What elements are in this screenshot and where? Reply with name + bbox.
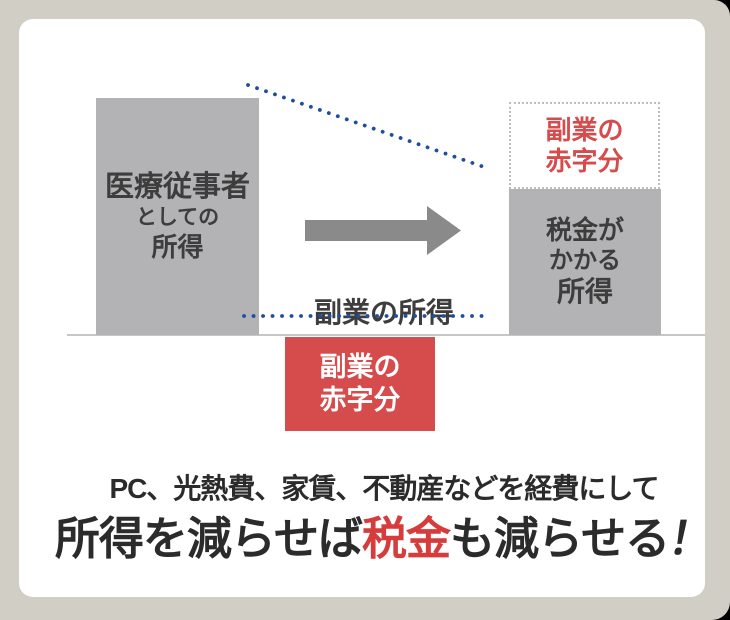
medical-income-bar-label-line3: 所得 (151, 231, 204, 262)
medical-income-bar-label-line2: としての (135, 205, 220, 229)
headline-line2: 所得を減らせば税金も減らせる！ (19, 511, 730, 567)
ghost-deficit-label-line1: 副業の (545, 114, 624, 145)
taxable-income-bar: 税金が かかる 所得 (509, 189, 661, 335)
taxable-income-bar-label-line2: かかる (549, 247, 621, 274)
deficit-label-line1: 副業の (319, 352, 401, 382)
deficit-box: 副業の 赤字分 (285, 337, 435, 431)
headline-line2-pre: 所得を減らせば (54, 513, 363, 564)
medical-income-bar-label-line1: 医療従事者 (104, 170, 250, 203)
deficit-label-line2: 赤字分 (319, 385, 401, 415)
headline-tax-highlight: 税金 (361, 513, 451, 564)
taxable-income-bar-label-line3: 所得 (556, 276, 613, 307)
ghost-deficit-label-line2: 赤字分 (545, 145, 624, 176)
side-income-label: 副業の所得 (313, 297, 454, 328)
diagram-card: 医療従事者 としての 所得 副業の所得 副業の 赤字分 税金が かかる 所得 副… (19, 19, 718, 597)
arrow-right-icon (305, 206, 461, 255)
baseline-rule (67, 334, 705, 336)
headline: PC、光熱費、家賃、不動産などを経費にして 所得を減らせば税金も減らせる！ (19, 471, 730, 567)
taxable-income-bar-label-line1: 税金が (545, 215, 624, 245)
headline-exclamation-icon: ！ (664, 513, 718, 564)
headline-line2-post: も減らせる (450, 513, 670, 564)
medical-income-bar: 医療従事者 としての 所得 (96, 98, 259, 335)
headline-line1: PC、光熱費、家賃、不動産などを経費にして (109, 473, 659, 504)
ghost-deficit-box: 副業の 赤字分 (509, 102, 660, 189)
